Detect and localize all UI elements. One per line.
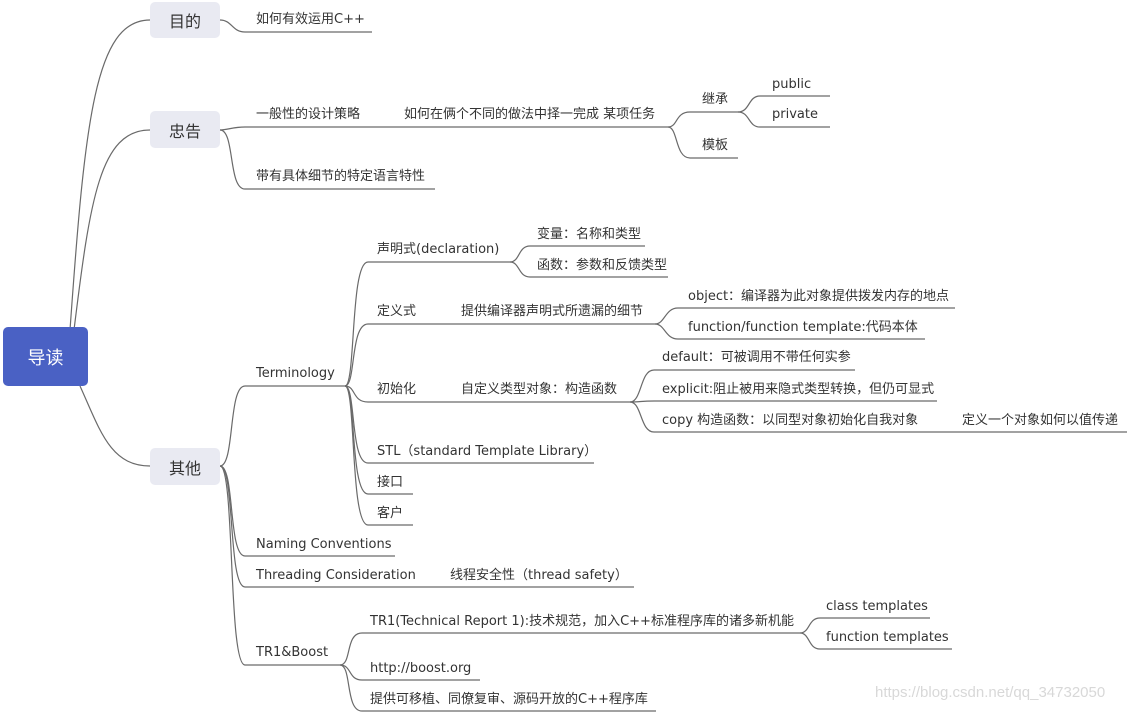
- node-template[interactable]: 模板: [702, 138, 729, 153]
- node-public[interactable]: public: [772, 77, 812, 92]
- node-declaration[interactable]: 声明式(declaration): [377, 242, 500, 257]
- node-initialization[interactable]: 初始化: [377, 382, 417, 397]
- node-function-templates[interactable]: function templates: [826, 630, 949, 645]
- node-boost-desc[interactable]: 提供可移植、同僚复审、源码开放的C++程序库: [370, 692, 648, 707]
- root-node[interactable]: 导读: [3, 327, 88, 386]
- node-class-templates[interactable]: class templates: [826, 599, 928, 614]
- node-tr1boost[interactable]: TR1&Boost: [256, 645, 329, 660]
- node-init-desc[interactable]: 自定义类型对象：构造函数: [461, 382, 618, 397]
- node-threading[interactable]: Threading Consideration: [256, 568, 416, 583]
- node-choose-approach[interactable]: 如何在俩个不同的做法中择一完成 某项任务: [404, 107, 656, 122]
- node-stl[interactable]: STL（standard Template Library）: [377, 444, 598, 459]
- node-init-copy[interactable]: copy 构造函数：以同型对象初始化自我对象: [662, 413, 919, 428]
- node-client[interactable]: 客户: [377, 506, 404, 521]
- node-purpose[interactable]: 目的: [150, 2, 220, 38]
- node-private[interactable]: private: [772, 107, 818, 122]
- node-thread-safety[interactable]: 线程安全性（thread safety）: [450, 568, 628, 583]
- node-decl-variable[interactable]: 变量：名称和类型: [537, 227, 642, 242]
- node-use-cpp[interactable]: 如何有效运用C++: [256, 12, 365, 27]
- node-init-default[interactable]: default：可被调用不带任何实参: [662, 350, 851, 365]
- node-definition-desc[interactable]: 提供编译器声明式所遗漏的细节: [461, 304, 644, 319]
- node-init-copy-desc[interactable]: 定义一个对象如何以值传递: [962, 413, 1119, 428]
- node-decl-function[interactable]: 函数：参数和反馈类型: [537, 258, 668, 273]
- node-def-object[interactable]: object：编译器为此对象提供拨发内存的地点: [688, 289, 950, 304]
- node-general-design[interactable]: 一般性的设计策略: [256, 107, 361, 122]
- node-init-explicit[interactable]: explicit:阻止被用来隐式类型转换，但仍可显式: [662, 382, 935, 397]
- node-language-specific[interactable]: 带有具体细节的特定语言特性: [256, 169, 426, 184]
- node-boost-url[interactable]: http://boost.org: [370, 661, 472, 676]
- node-terminology[interactable]: Terminology: [256, 366, 335, 381]
- node-interface[interactable]: 接口: [377, 475, 404, 490]
- node-other[interactable]: 其他: [150, 448, 220, 485]
- node-inherit[interactable]: 继承: [702, 92, 729, 107]
- node-advice[interactable]: 忠告: [150, 111, 220, 148]
- watermark: https://blog.csdn.net/qq_34732050: [875, 684, 1106, 701]
- node-definition[interactable]: 定义式: [377, 304, 417, 319]
- node-def-function[interactable]: function/function template:代码本体: [688, 320, 918, 335]
- node-tr1[interactable]: TR1(Technical Report 1):技术规范，加入C++标准程序库的…: [370, 614, 794, 629]
- node-naming[interactable]: Naming Conventions: [256, 537, 392, 552]
